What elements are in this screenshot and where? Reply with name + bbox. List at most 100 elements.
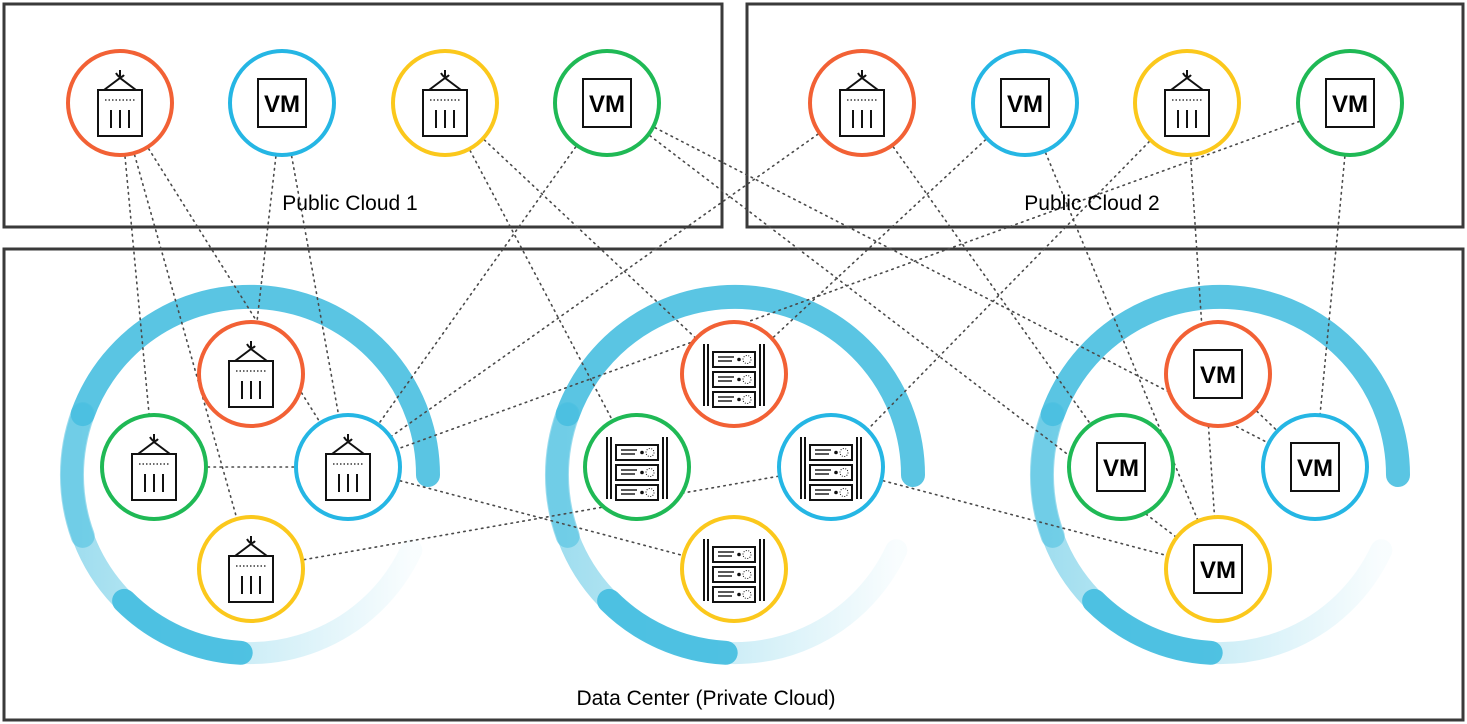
link-pc2-green-dc3-blue [1314,102,1351,468]
container-icon [325,434,371,501]
yellow-ring-circle [197,515,305,623]
link-pc1-red-dc1-blue [119,102,349,468]
workload-nodes: VM VM VM VM VM VM VM VM [66,49,1404,623]
server-icon [703,344,765,408]
node-dc2-blue[interactable] [777,413,885,521]
vm-label: VM [1103,455,1139,482]
node-pc2-blue[interactable]: VM [971,49,1079,157]
container-icon [422,70,468,137]
vm-icon: VM [1325,78,1375,128]
container-icon [839,70,885,137]
cluster-ring-2 [544,284,925,665]
green-ring-circle [553,49,661,157]
vm-icon: VM [1193,544,1243,594]
link-pc2-green-dc1-blue [347,102,1351,468]
node-pc2-yellow[interactable] [1133,49,1241,157]
link-pc1-red-dc1-yellow [119,102,252,570]
link-pc1-red-dc1-green [119,102,155,468]
vm-icon: VM [1193,349,1243,399]
container-icon [228,536,274,603]
node-pc1-green[interactable]: VM [553,49,661,157]
link-pc2-red-dc3-green [861,102,1122,468]
link-pc1-green-dc3-yellow [606,102,1219,570]
server-icon [703,539,765,603]
link-pc2-blue-dc3-yellow [1024,102,1219,570]
container-icon [228,341,274,408]
vm-label: VM [264,91,300,118]
server-icon [800,437,862,501]
green-ring-circle [1296,49,1404,157]
node-pc2-green[interactable]: VM [1296,49,1404,157]
vm-label: VM [589,91,625,118]
container-icon [131,434,177,501]
vm-label: VM [1007,91,1043,118]
vm-label: VM [1200,557,1236,584]
link-pc1-blue-dc1-blue [281,102,349,468]
link-pc2-blue-dc2-red [733,102,1026,375]
node-dc1-blue[interactable] [294,413,402,521]
yellow-ring-circle [680,515,788,623]
red-ring-circle [66,49,174,157]
data-center-title: Data Center (Private Cloud) [576,687,835,710]
container-icon [1164,70,1210,137]
vm-icon: VM [1096,442,1146,492]
public-cloud-2-box [745,2,1465,229]
yellow-ring-circle [1133,49,1241,157]
vm-icon: VM [1290,442,1340,492]
ring-accent-arc [1082,588,1223,665]
node-dc1-yellow[interactable] [197,515,305,623]
server-icon [606,437,668,501]
vm-label: VM [1200,362,1236,389]
node-pc1-blue[interactable]: VM [228,49,336,157]
ring-main-arc [70,284,440,487]
node-dc2-green[interactable] [583,413,691,521]
yellow-ring-circle [1164,515,1272,623]
blue-ring-circle [777,413,885,521]
link-pc1-yellow-dc2-red [444,102,735,375]
node-dc2-red[interactable] [680,320,788,428]
ring-accent-arc [597,588,738,665]
vm-icon: VM [582,78,632,128]
yellow-ring-circle [391,49,499,157]
node-dc1-green[interactable] [100,413,208,521]
red-ring-circle [680,320,788,428]
cluster-ring-1 [59,284,440,665]
cluster-ring-3 [1029,284,1410,665]
blue-ring-circle [971,49,1079,157]
node-pc2-red[interactable] [808,49,916,157]
red-ring-circle [1164,320,1272,428]
green-ring-circle [583,413,691,521]
node-pc1-yellow[interactable] [391,49,499,157]
public-cloud-1-box [2,2,724,229]
node-dc3-yellow[interactable]: VM [1164,515,1272,623]
node-dc3-blue[interactable]: VM [1261,413,1369,521]
link-pc1-green-dc3-blue [606,102,1316,468]
node-dc1-red[interactable] [197,320,305,428]
link-pc2-red-dc1-blue [347,102,863,468]
node-dc3-green[interactable]: VM [1067,413,1175,521]
vm-icon: VM [257,78,307,128]
blue-ring-circle [228,49,336,157]
ring-side-arc [59,402,95,548]
cluster-rings [59,284,1410,665]
ring-side-arc [544,402,580,548]
public-cloud-1-title: Public Cloud 1 [282,192,417,215]
ring-main-arc [555,284,925,487]
node-dc2-yellow[interactable] [680,515,788,623]
link-dc3-red-dc3-blue [1217,373,1316,468]
green-ring-circle [100,413,208,521]
vm-icon: VM [1000,78,1050,128]
green-ring-circle [1067,413,1175,521]
ring-main-arc [1040,284,1410,487]
ring-side-arc [1029,402,1065,548]
vm-label: VM [1332,91,1368,118]
data-center-box [2,247,1465,722]
node-dc3-red[interactable]: VM [1164,320,1272,428]
blue-ring-circle [294,413,402,521]
link-dc2-blue-dc3-yellow [830,466,1219,570]
red-ring-circle [197,320,305,428]
node-pc1-red[interactable] [66,49,174,157]
public-cloud-2-title: Public Cloud 2 [1024,192,1159,215]
blue-ring-circle [1261,413,1369,521]
